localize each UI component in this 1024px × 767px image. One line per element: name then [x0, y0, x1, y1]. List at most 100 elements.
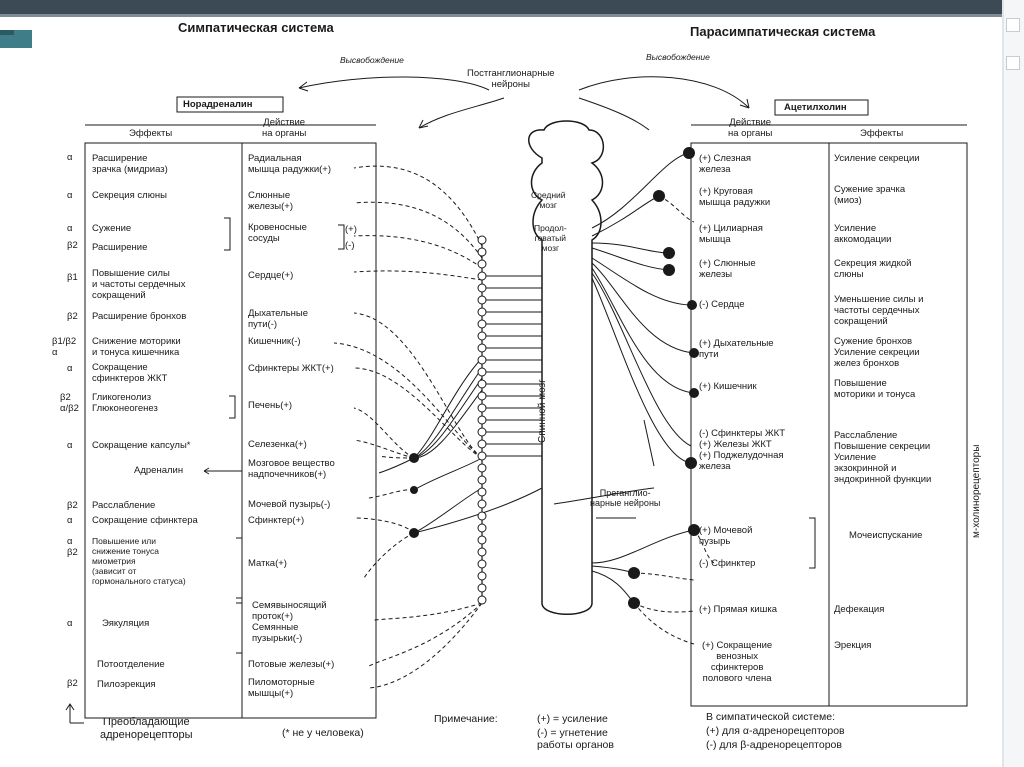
symp-organ: Сердце(+) [248, 270, 294, 281]
symp-note-minus: (-) для β-адренорецепторов [706, 739, 842, 751]
slide-scroll-strip [1004, 0, 1024, 767]
symp-effect: Расширение зрачка (мидриаз) [92, 153, 168, 175]
para-organ: (+) Дыхательные пути [699, 338, 774, 360]
release-arrow-right [578, 76, 750, 109]
symp-table-frame [84, 142, 377, 719]
para-organ: (+) Сокращение венозных сфинктеров полов… [702, 640, 773, 684]
spinal-cord-outline [528, 120, 604, 615]
symp-receptor: β2 [67, 500, 78, 511]
symp-receptor: β2 [67, 240, 78, 251]
noradrenaline-box [176, 96, 284, 113]
symp-receptor: α [67, 152, 73, 163]
symp-effect: Сокращение капсулы* [92, 440, 191, 451]
symp-organ: Слюнные железы(+) [248, 190, 293, 212]
m-cholinoreceptor-label: м-холинорецепторы [971, 444, 982, 538]
symp-organ: Пиломоторные мышцы(+) [248, 677, 315, 699]
symp-effect: Пилоэрекция [97, 679, 156, 690]
symp-organ: Сфинктер(+) [248, 515, 305, 526]
symp-organ: Семявыносящий проток(+) Семянные пузырьк… [252, 600, 327, 644]
symp-effect: Сужение [92, 223, 132, 234]
window-top-bar [0, 0, 1024, 14]
symp-effect: Сокращение сфинктеров ЖКТ [92, 362, 168, 384]
note-plus: (+) = усиление [537, 713, 608, 725]
para-organ: (+) Слезная железа [699, 153, 752, 175]
medulla-label: Продол- говатый мозг [534, 223, 567, 253]
para-organ: (+) Цилиарная мышца [699, 223, 763, 245]
para-organ: (+) Слюнные железы [699, 258, 756, 280]
para-effect: Сужение бронхов Усиление секреции желез … [834, 336, 920, 369]
symp-effects-header: Эффекты [129, 128, 173, 139]
para-effect: Уменьшение силы и частоты сердечных сокр… [834, 294, 924, 327]
para-effect: Повышение моторики и тонуса [834, 378, 916, 400]
symp-organ: Печень(+) [248, 400, 293, 411]
symp-effect: Расширение бронхов [92, 311, 187, 322]
symp-effect: Снижение моторики и тонуса кишечника [92, 336, 181, 358]
vessel-sign-minus: (-) [345, 240, 355, 251]
spinal-cord-label: Спинной мозг [537, 379, 548, 443]
para-organ: (-) Сердце [699, 299, 745, 310]
acetylcholine-label: Ацетилхолин [784, 102, 847, 113]
symp-receptor: α [67, 223, 73, 234]
vessel-sign-plus: (+) [345, 224, 357, 235]
symp-organ: Радиальная мышца радужки(+) [248, 153, 332, 175]
symp-note-plus: (+) для α-адренорецепторов [706, 725, 845, 737]
symp-effect: Сокращение сфинктера [92, 515, 198, 526]
para-release-label: Высвобождение [646, 52, 710, 62]
symp-receptor: α [67, 515, 73, 526]
symp-receptor: β2 [67, 311, 78, 322]
symp-organ: Селезенка(+) [248, 439, 307, 450]
para-action-header: Действие на органы [728, 117, 773, 139]
symp-effect: Потоотделение [97, 659, 165, 670]
symp-organ: Дыхательные пути(-) [248, 308, 309, 330]
slide-edge [1002, 0, 1004, 767]
para-effects-header: Эффекты [860, 128, 904, 139]
symp-receptor: β1/β2 α [52, 336, 77, 358]
symp-organ: Мочевой пузырь(-) [248, 499, 331, 510]
receptor-note: Преобладающие адренорецепторы [100, 716, 193, 741]
midbrain-label: Средний мозг [531, 190, 566, 210]
symp-effect: Повышение или снижение тонуса миометрия … [92, 536, 186, 586]
note-minus: (-) = угнетение работы органов [537, 727, 614, 751]
symp-receptor: β2 [67, 678, 78, 689]
symp-receptor: α [67, 363, 73, 374]
para-effect: Расслабление Повышение секреции Усиление… [834, 430, 932, 485]
symp-effect: Гликогенолиз Глюконеогенез [92, 392, 158, 414]
para-organ: (+) Прямая кишка [699, 604, 777, 615]
para-effect: Сужение зрачка (миоз) [834, 184, 906, 206]
symp-organ: Потовые железы(+) [248, 659, 335, 670]
human-note: (* не у человека) [282, 727, 364, 739]
top-bar-shadow [0, 14, 1024, 17]
symp-effect: Секреция слюны [92, 190, 167, 201]
para-effect: Эрекция [834, 640, 872, 651]
para-organ: (+) Круговая мышца радужки [699, 186, 771, 208]
corner-decoration-dark [0, 30, 14, 35]
release-arrow-left [298, 76, 490, 91]
para-effect: Усиление секреции [834, 153, 920, 164]
symp-effect: Повышение силы и частоты сердечных сокра… [92, 268, 186, 301]
symp-receptor: α [67, 618, 73, 629]
para-organ: (-) Сфинктеры ЖКТ (+) Железы ЖКТ (+) Под… [699, 428, 786, 472]
diagram-lines [65, 76, 968, 724]
symp-effect: Расширение [92, 242, 148, 253]
symp-release-label: Высвобождение [340, 55, 404, 65]
symp-organ: Кровеносные сосуды [248, 222, 307, 244]
symp-receptor: α [67, 440, 73, 451]
acetylcholine-box [774, 99, 869, 116]
para-effect: Усиление аккомодации [834, 223, 892, 245]
symp-organ: Сфинктеры ЖКТ(+) [248, 363, 334, 374]
symp-organ: Матка(+) [248, 558, 287, 569]
para-effect: Мочеиспускание [849, 530, 923, 541]
symp-receptor: α [67, 190, 73, 201]
note-label: Примечание: [434, 713, 498, 725]
symp-effect: Расслабление [92, 500, 156, 511]
slide-thumbnail-box [1006, 18, 1020, 32]
symp-organ: Мозговое вещество надпочечников(+) [248, 458, 335, 480]
slide-thumbnail-box [1006, 56, 1020, 70]
symp-note-title: В симпатической системе: [706, 711, 835, 723]
para-organ: (+) Мочевой пузырь (-) Сфинктер [699, 525, 756, 569]
diagram-slide: Симпатическая система Парасимпатическая … [34, 18, 1000, 767]
postganglionic-label: Постганглионарные нейроны [467, 68, 555, 90]
symp-organ: Кишечник(-) [248, 336, 301, 347]
noradrenaline-label: Норадреналин [183, 99, 253, 110]
symp-receptor: β1 [67, 272, 78, 283]
